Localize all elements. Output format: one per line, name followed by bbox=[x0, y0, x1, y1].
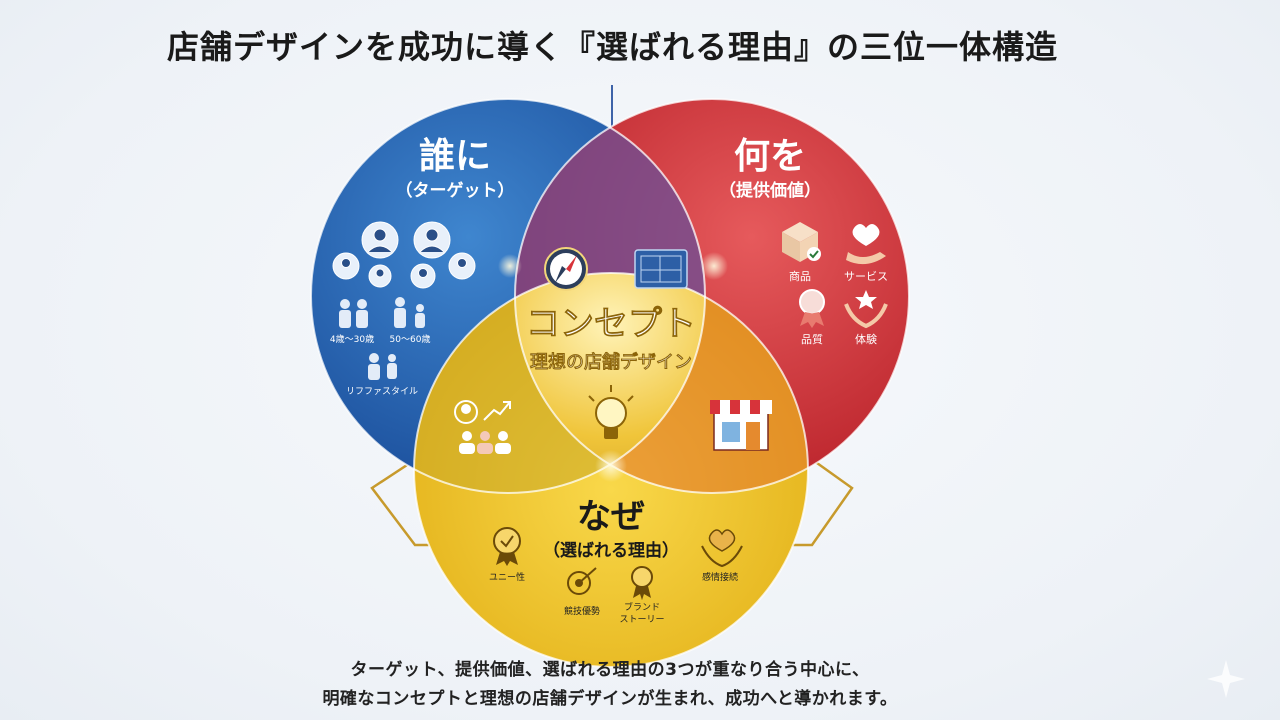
reason-sub: （選ばれる理由） bbox=[543, 540, 679, 561]
value-label-3: 品質 bbox=[801, 332, 823, 346]
reason-label-4: ブランド bbox=[624, 601, 660, 613]
target-heading: 誰に bbox=[419, 136, 491, 177]
blueprint-icon bbox=[634, 249, 688, 289]
person-icon bbox=[332, 221, 476, 289]
target-label-1: 4歳〜30歳 bbox=[330, 333, 374, 345]
hand-heart-icon bbox=[846, 224, 886, 265]
sparkle bbox=[700, 252, 728, 280]
corner-sparkle-icon bbox=[1207, 660, 1245, 698]
heart-hands-icon bbox=[701, 529, 743, 568]
sparkle bbox=[595, 450, 627, 482]
center-heading: コンセプト bbox=[526, 304, 696, 344]
growth-icon bbox=[454, 400, 511, 424]
ribbon-icon bbox=[631, 566, 653, 600]
target-label-3: リフファスタイル bbox=[346, 386, 418, 397]
value-heading: 何を bbox=[734, 136, 806, 177]
team-icon bbox=[459, 431, 511, 454]
medal-icon bbox=[799, 289, 825, 328]
target-label-2: 50〜60歳 bbox=[390, 333, 431, 345]
caption-line-1: ターゲット、提供価値、選ばれる理由の3つが重なり合う中心に、 bbox=[350, 660, 870, 680]
value-label-4: 体験 bbox=[855, 332, 877, 346]
family-icon bbox=[339, 297, 425, 380]
target-arrow-icon bbox=[567, 567, 597, 595]
experience-icon bbox=[844, 290, 888, 329]
center-sub: 理想の店舗デザイン bbox=[530, 351, 692, 373]
reason-label-1: ユニー性 bbox=[489, 571, 525, 583]
reason-label-3: 競技優勢 bbox=[564, 605, 600, 617]
caption-line-2: 明確なコンセプトと理想の店舗デザインが生まれ、成功へと導かれます。 bbox=[322, 689, 898, 709]
sparkle bbox=[498, 254, 522, 278]
reason-heading: なぜ bbox=[577, 497, 645, 537]
storefront-icon bbox=[710, 400, 772, 451]
value-label-1: 商品 bbox=[789, 269, 811, 283]
value-label-2: サービス bbox=[844, 270, 888, 283]
box-icon bbox=[782, 222, 821, 262]
compass-icon bbox=[544, 247, 588, 291]
target-sub: （ターゲット） bbox=[396, 180, 515, 201]
reason-label-2: 感情接続 bbox=[702, 571, 738, 583]
page-title: 店舗デザインを成功に導く『選ばれる理由』の三位一体構造 bbox=[166, 28, 1058, 66]
value-sub: （提供価値） bbox=[719, 180, 821, 201]
lightbulb-icon bbox=[588, 385, 634, 439]
award-icon bbox=[493, 527, 521, 566]
reason-label-5: ストーリー bbox=[619, 615, 664, 625]
